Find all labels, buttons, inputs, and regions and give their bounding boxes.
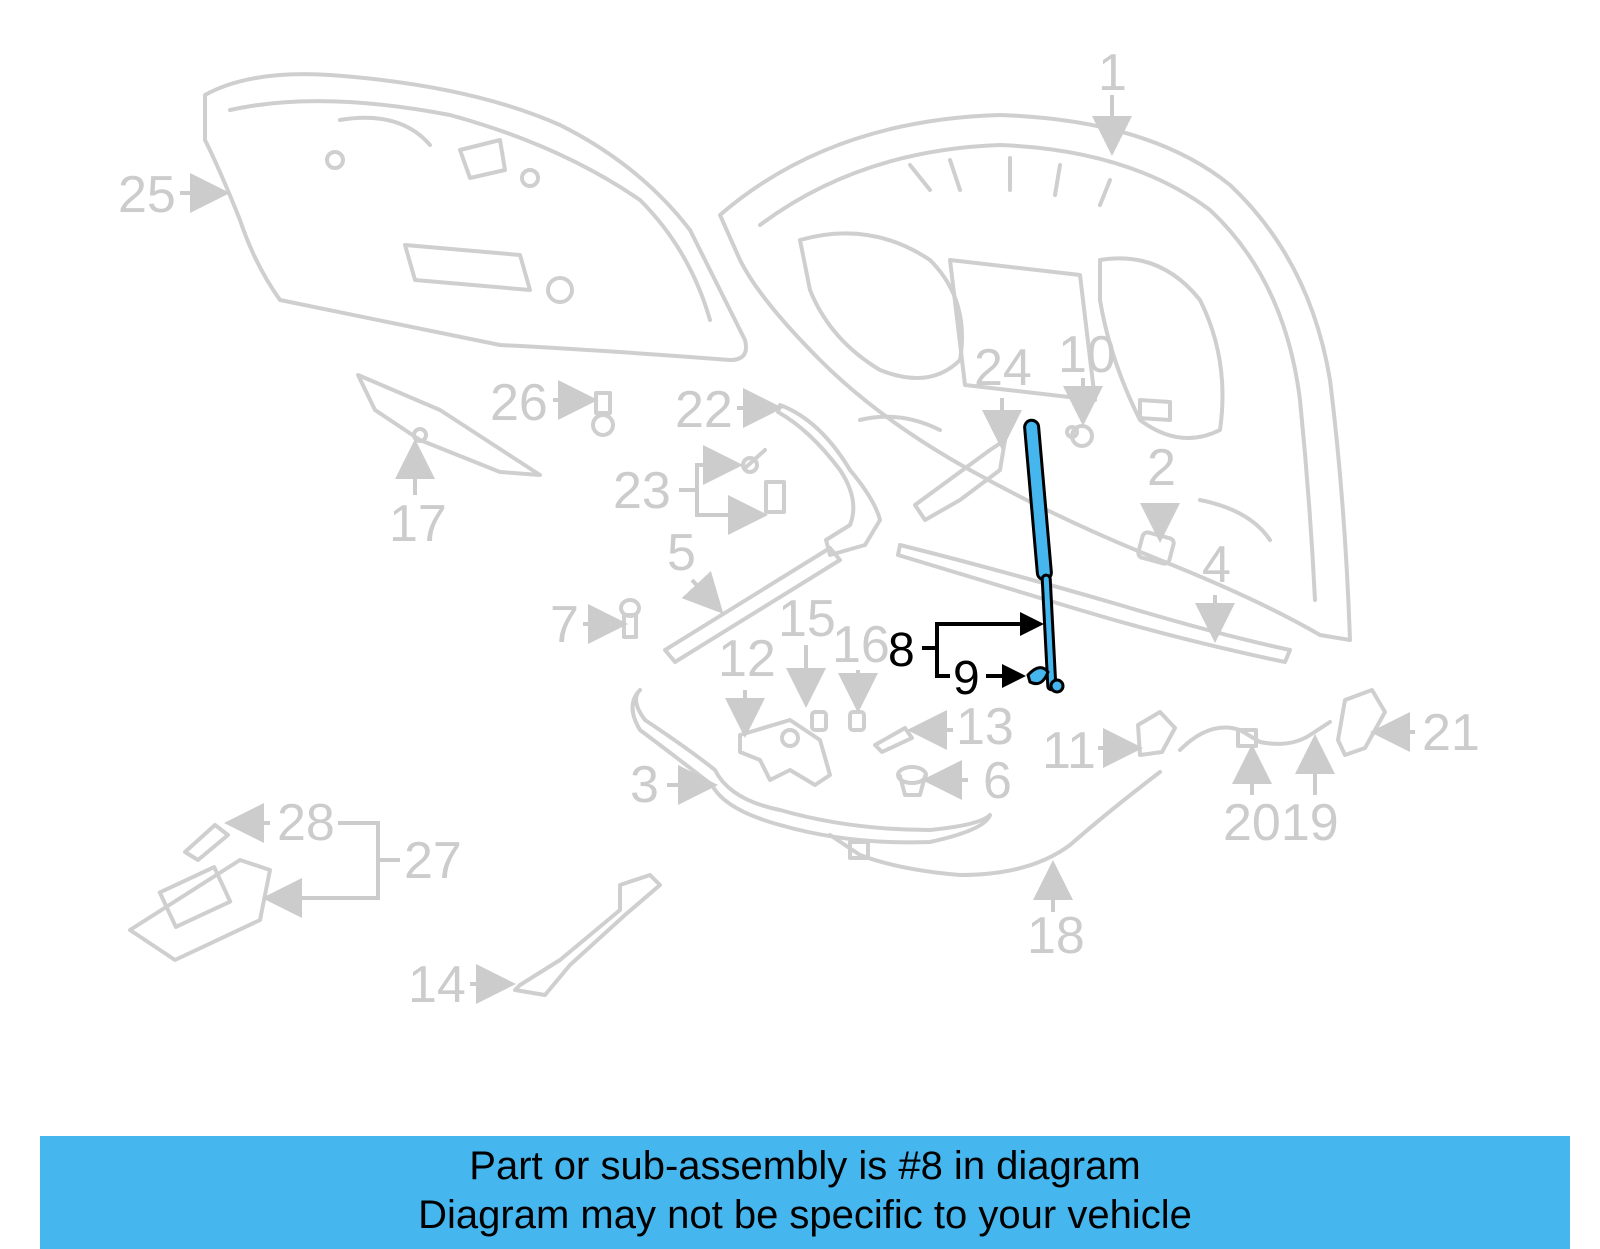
callout-8: 8 [888, 624, 915, 677]
callout-3: 3 [630, 756, 659, 814]
parts-diagram: 1 2 3 4 5 6 7 8 9 10 11 12 13 14 15 16 1… [118, 44, 1480, 1014]
callout-10: 10 [1058, 326, 1116, 384]
hood-insulator-part [203, 72, 748, 362]
callout-27: 27 [404, 832, 462, 890]
leader-lines [180, 95, 1415, 1004]
banner-line-2: Diagram may not be specific to your vehi… [418, 1193, 1192, 1237]
banner-line-1: Part or sub-assembly is #8 in diagram [469, 1144, 1141, 1188]
shield-17-part [356, 373, 542, 477]
gas-strut-8-part [1023, 418, 1065, 694]
bumper-2-part [1136, 530, 1176, 566]
clip-10-part [1065, 424, 1094, 448]
bracket-24-part [913, 438, 1007, 522]
pin-7-part [619, 598, 641, 639]
callout-9: 9 [953, 652, 980, 705]
callout-13: 13 [956, 698, 1014, 756]
clip-15-part [810, 710, 828, 732]
callout-12: 12 [718, 630, 776, 688]
bumper-6-part [896, 765, 928, 797]
callout-22: 22 [675, 381, 733, 439]
callout-labels: 1 2 3 4 5 6 7 8 9 10 11 12 13 14 15 16 1… [118, 44, 1480, 1014]
callout-14: 14 [408, 956, 466, 1014]
callout-15: 15 [778, 590, 836, 648]
latch-assembly-27-part [128, 823, 272, 962]
handle-21-part [1336, 688, 1387, 757]
holder-14-part [513, 873, 662, 997]
callout-25: 25 [118, 166, 176, 224]
clip-16-part [848, 710, 866, 732]
hood-seal-part [896, 543, 1292, 664]
cable-18-part [828, 770, 1162, 877]
callout-2: 2 [1147, 439, 1176, 497]
callout-11: 11 [1042, 722, 1096, 780]
callout-21: 21 [1422, 704, 1480, 762]
highlight-leader-lines [922, 612, 1044, 688]
callout-4: 4 [1202, 536, 1231, 594]
hood-part [718, 113, 1352, 642]
callout-6: 6 [983, 752, 1012, 810]
callout-17: 17 [389, 495, 447, 553]
callout-16: 16 [832, 616, 890, 674]
bolt-13-part [873, 726, 914, 754]
callout-2019: 2019 [1223, 794, 1339, 852]
callout-5: 5 [667, 524, 696, 582]
callout-23: 23 [613, 462, 671, 520]
hinge-22-part [776, 403, 882, 557]
callout-28: 28 [277, 794, 335, 852]
callout-1: 1 [1098, 44, 1127, 102]
latch-12-part [738, 718, 832, 787]
callout-26: 26 [490, 374, 548, 432]
screws-23-part [741, 448, 786, 514]
bolt-26-part [591, 391, 615, 437]
info-banner: Part or sub-assembly is #8 in diagram Di… [40, 1136, 1570, 1249]
callout-18: 18 [1027, 907, 1085, 965]
striker-11-part [1136, 710, 1177, 757]
callout-24: 24 [974, 339, 1032, 397]
callout-7: 7 [550, 596, 579, 654]
clip-9-part [1026, 666, 1050, 686]
seal-5-part [663, 546, 842, 664]
